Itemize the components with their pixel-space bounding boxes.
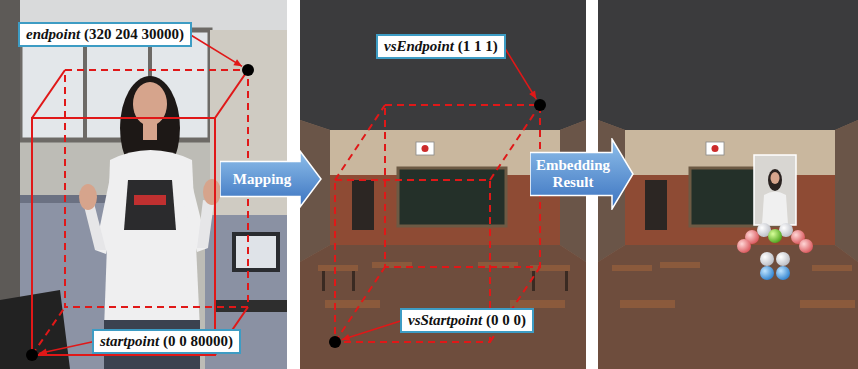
coordinate-label: vsStartpoint (0 0 0) (400, 308, 534, 333)
coordinate-text: vsEndpoint (1 1 1) (384, 38, 498, 54)
coordinate-text: startpoint (0 0 80000) (100, 333, 233, 349)
block-arrow: Mapping (220, 150, 322, 208)
leader-line (39, 342, 94, 354)
block-arrow: Embedding Result (530, 138, 634, 210)
arrow-label: Embedding Result (534, 157, 612, 191)
leader-line (342, 321, 402, 340)
leader-line (190, 35, 242, 67)
embedding-result (598, 0, 858, 369)
leader-arrowhead (233, 59, 242, 66)
coordinate-text: endpoint (320 204 30000) (26, 26, 184, 42)
leader-arrowhead (39, 348, 48, 355)
coordinate-label: vsEndpoint (1 1 1) (376, 34, 506, 59)
leader-line (504, 47, 537, 100)
coordinate-text: vsStartpoint (0 0 0) (408, 312, 526, 328)
leader-arrowhead (342, 334, 351, 341)
arrow-text-holder: Embedding Result (534, 138, 612, 210)
arrow-label: Mapping (233, 171, 291, 188)
leader-arrowhead (529, 90, 536, 99)
coordinate-label: endpoint (320 204 30000) (18, 22, 192, 47)
coordinate-label: startpoint (0 0 80000) (92, 329, 241, 354)
arrow-text-holder: Mapping (224, 150, 300, 208)
